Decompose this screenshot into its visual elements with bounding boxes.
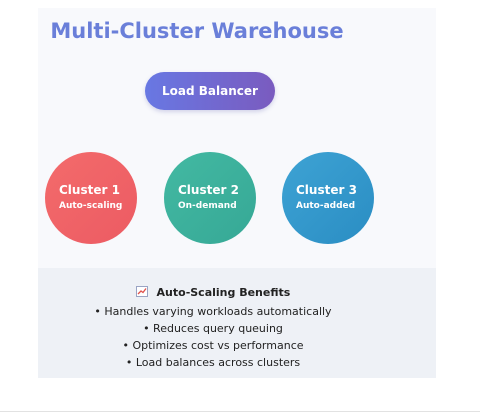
benefits-title: Auto-Scaling Benefits xyxy=(156,286,291,299)
diagram-title: Multi-Cluster Warehouse xyxy=(50,19,344,43)
cluster-3-node: Cluster 3 Auto-added xyxy=(282,152,374,244)
benefits-box xyxy=(38,268,436,378)
load-balancer-label: Load Balancer xyxy=(162,84,258,98)
divider xyxy=(0,411,480,412)
benefit-item: • Reduces query queuing xyxy=(143,322,283,335)
load-balancer-node: Load Balancer xyxy=(145,72,275,110)
benefit-item: • Optimizes cost vs performance xyxy=(122,339,304,352)
cluster-1-node: Cluster 1 Auto-scaling xyxy=(45,152,137,244)
cluster-1-name: Cluster 1 xyxy=(59,183,120,197)
cluster-2-name: Cluster 2 xyxy=(178,183,239,197)
benefit-item: • Load balances across clusters xyxy=(125,356,301,369)
cluster-3-mode: Auto-added xyxy=(296,201,356,211)
benefits-list: • Handles varying workloads automaticall… xyxy=(38,303,388,371)
cluster-2-node: Cluster 2 On-demand xyxy=(164,152,256,244)
cluster-1-mode: Auto-scaling xyxy=(59,201,123,211)
chart-increasing-icon xyxy=(135,286,152,299)
benefits-heading: Auto-Scaling Benefits xyxy=(38,286,388,299)
cluster-3-name: Cluster 3 xyxy=(296,183,357,197)
benefit-item: • Handles varying workloads automaticall… xyxy=(94,305,332,318)
cluster-2-mode: On-demand xyxy=(178,201,237,211)
